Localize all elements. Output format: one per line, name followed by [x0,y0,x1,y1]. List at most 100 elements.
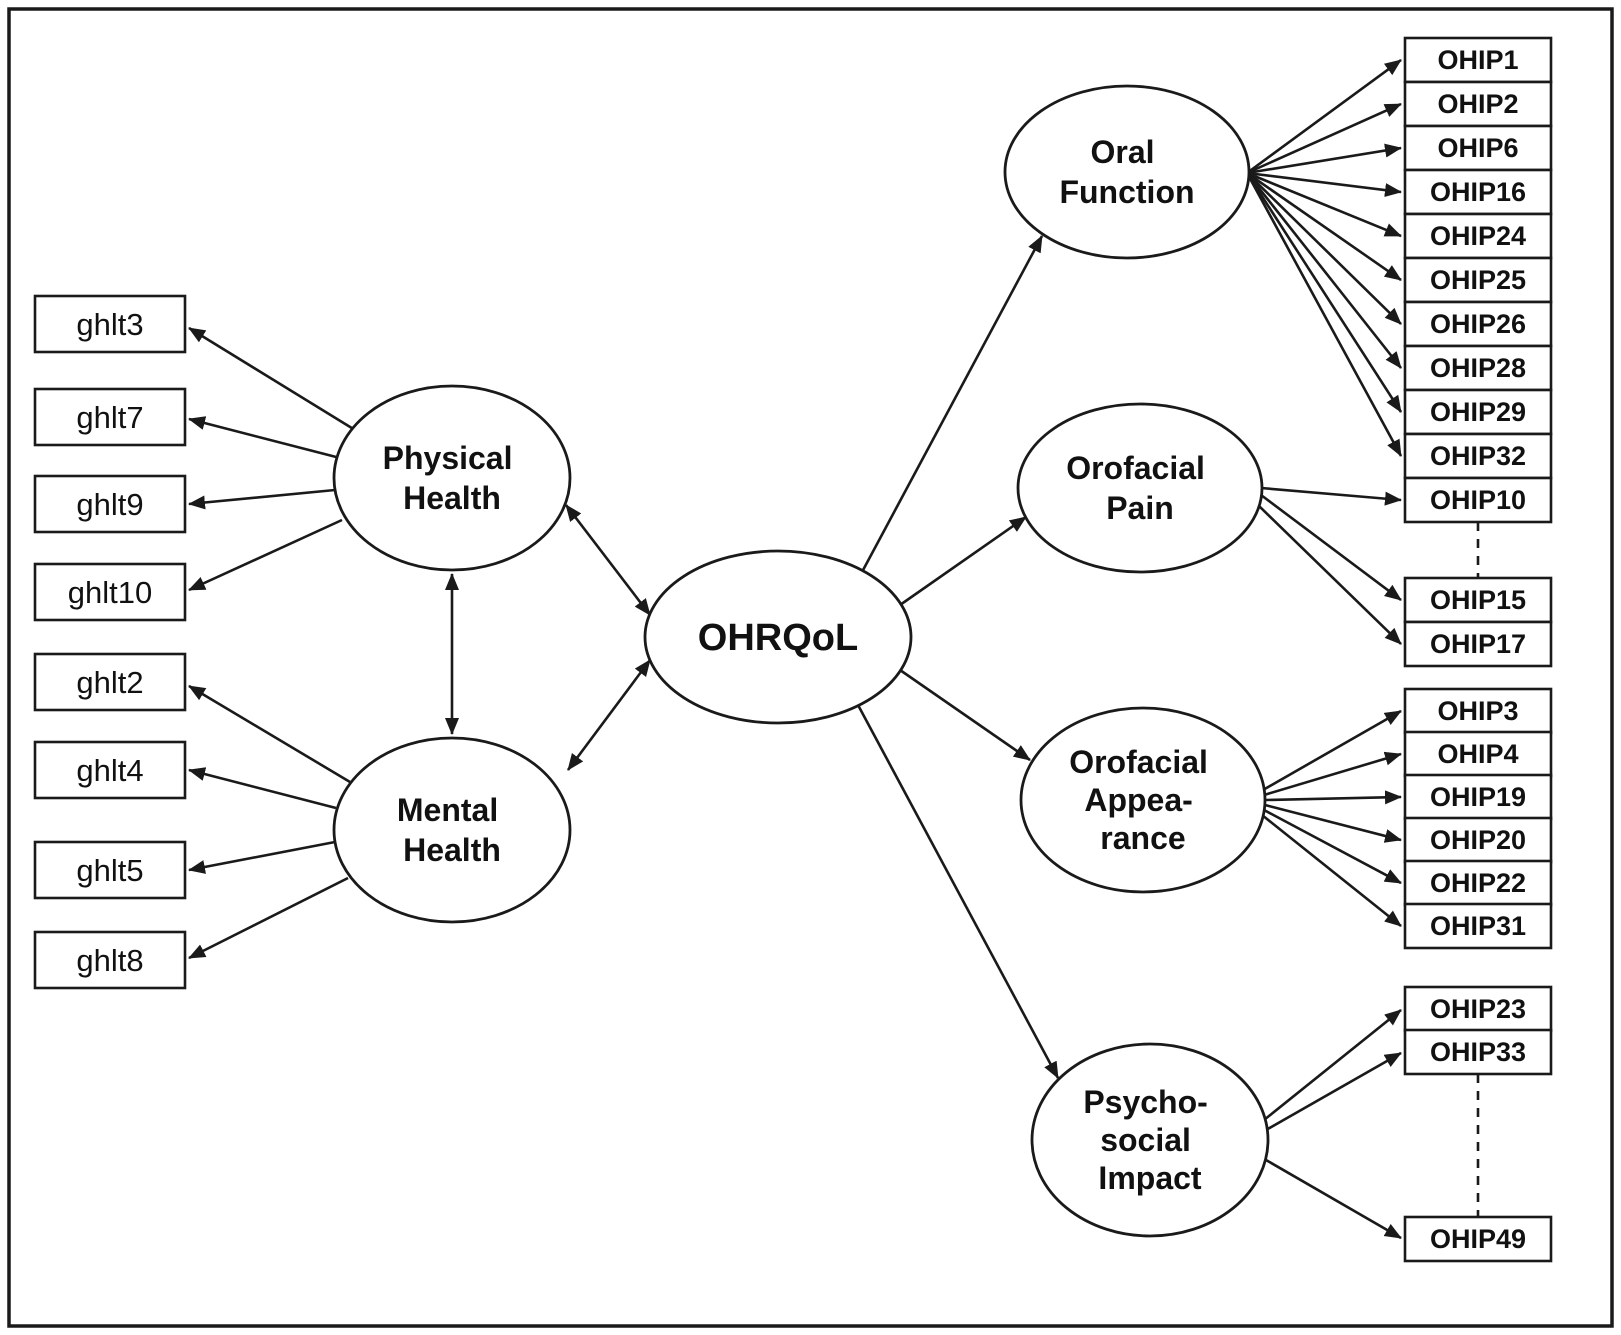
edge-appearance-ohip3 [1262,709,1402,792]
ghlt3-box [33,294,187,354]
edge-mental-ghlt8 [188,876,349,960]
ohip25-box [1403,256,1553,304]
ghlt7-label: ghlt7 [76,400,143,435]
ghlt3-label: ghlt3 [76,307,143,342]
diagram-border [7,7,1614,1328]
ohip16-label: OHIP16 [1430,177,1526,207]
edge-ohrqol-orofacial-appearance [899,668,1031,762]
mental-health-ellipse [332,736,572,924]
ohip32-label: OHIP32 [1430,441,1526,471]
ohip3-label: OHIP3 [1437,696,1518,726]
ohip24-label: OHIP24 [1430,221,1526,251]
ohip17-label: OHIP17 [1430,629,1526,659]
ohip25-label: OHIP25 [1430,265,1526,295]
ghlt4-label: ghlt4 [76,753,143,788]
ghlt9-box [33,474,187,534]
edge-physical-ghlt7 [188,416,341,460]
ohip19-label: OHIP19 [1430,782,1526,812]
ohip29-box [1403,388,1553,436]
edge-oralfunction-ohip1 [1246,58,1402,175]
psychosocial-impact-label: Psycho- social Impact [1083,1084,1216,1196]
orofacial-pain-ellipse [1016,402,1264,574]
ohrqol-label: OHRQoL [698,617,858,659]
oral-function-ellipse [1003,84,1251,260]
ohip28-box [1403,344,1553,392]
ohip26-box [1403,300,1553,348]
edge-oralfunction-ohip16 [1246,171,1402,197]
edge-appearance-ohip19 [1264,790,1402,805]
ohip26-label: OHIP26 [1430,309,1526,339]
edge-physical-ohrqol [564,504,652,616]
edge-appearance-ohip22 [1263,808,1402,885]
ghlt4-box [33,740,187,800]
edge-ohrqol-psychosocial [856,704,1060,1079]
physical-health-ellipse [332,384,572,572]
edge-ohrqol-orofacial-pain [899,515,1027,607]
edge-appearance-ohip4 [1263,751,1402,797]
ohip4-label: OHIP4 [1437,739,1518,769]
ohip33-label: OHIP33 [1430,1037,1526,1067]
edge-pain-ohip15 [1260,493,1402,602]
ohip1-box [1403,36,1553,84]
ohip15-label: OHIP15 [1430,585,1526,615]
ohip22-box [1403,859,1553,907]
ohip23-label: OHIP23 [1430,994,1526,1024]
ohip15-box [1403,576,1553,624]
edge-physical-ghlt3 [188,326,356,432]
psychosocial-impact-ellipse [1030,1042,1270,1238]
ghlt2-label: ghlt2 [76,665,143,700]
ghlt8-label: ghlt8 [76,943,143,978]
ghlt9-label: ghlt9 [76,487,143,522]
ohip22-label: OHIP22 [1430,868,1526,898]
ghlt8-box [33,930,187,990]
edge-ohrqol-oral-function [860,235,1044,573]
edge-oralfunction-ohip28 [1245,172,1403,369]
edge-oralfunction-ohip29 [1245,172,1403,413]
oral-function-label: Oral Function [1059,134,1194,210]
edge-psychosocial-ohip23 [1263,1008,1402,1122]
edge-mental-ghlt5 [188,840,336,874]
edge-oralfunction-ohip6 [1246,143,1402,175]
ohip10-box [1403,476,1553,524]
edge-oralfunction-ohip26 [1246,172,1402,325]
edge-physical-ghlt9 [188,488,336,510]
ghlt-boxes: ghlt3 ghlt7 ghlt9 ghlt10 ghlt2 ghlt4 ghl… [33,294,187,990]
edge-oralfunction-ohip32 [1245,172,1403,457]
ohip6-box [1403,124,1553,172]
edges [188,58,1480,1240]
edge-appearance-ohip31 [1261,813,1402,928]
ohip1-label: OHIP1 [1437,45,1518,75]
latent-factors: Physical Health Mental Health OHRQoL Ora… [332,84,1270,1238]
orofacial-appearance-ellipse [1019,706,1267,894]
ohip2-label: OHIP2 [1437,89,1518,119]
ohip29-label: OHIP29 [1430,397,1526,427]
ghlt5-box [33,840,187,900]
ohip31-label: OHIP31 [1430,911,1526,941]
ghlt2-box [33,652,187,712]
edge-oralfunction-ohip24 [1246,171,1402,238]
ghlt10-label: ghlt10 [68,575,152,610]
ohip6-label: OHIP6 [1437,133,1518,163]
ohip20-label: OHIP20 [1430,825,1526,855]
ohip33-box [1403,1028,1553,1076]
edge-appearance-ohip20 [1264,803,1402,843]
ghlt5-label: ghlt5 [76,853,143,888]
ohip31-box [1403,902,1553,950]
edge-mental-ghlt4 [188,767,337,810]
ohip10-label: OHIP10 [1430,485,1526,515]
edge-mental-ghlt2 [188,684,351,784]
ohrqol-ellipse [643,549,913,725]
edge-oralfunction-ohip2 [1246,102,1402,175]
ohip28-label: OHIP28 [1430,353,1526,383]
ohip49-label: OHIP49 [1430,1224,1526,1254]
mental-health-label: Mental Health [397,792,507,868]
edge-physical-ghlt10 [188,518,343,592]
ohip17-box [1403,620,1553,668]
orofacial-appearance-label: Orofacial Appea- rance [1069,744,1217,856]
ohip19-box [1403,773,1553,821]
ohip4-box [1403,730,1553,778]
ghlt7-box [33,387,187,447]
edge-pain-ohip10 [1260,486,1402,506]
